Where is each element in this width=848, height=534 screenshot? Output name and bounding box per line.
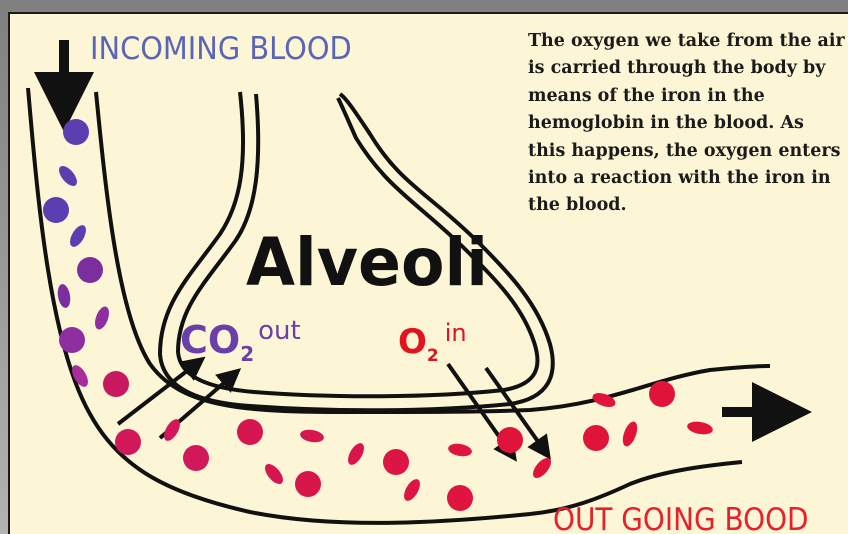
co2-word: out bbox=[258, 316, 301, 346]
outgoing-blood-label: OUT GOING BOOD bbox=[553, 502, 809, 534]
blood-cell bbox=[447, 442, 473, 458]
blood-cell bbox=[63, 119, 89, 145]
o2-word: in bbox=[445, 319, 467, 347]
blood-cell bbox=[183, 445, 209, 471]
incoming-blood-label: INCOMING BLOOD bbox=[90, 31, 352, 67]
caption-text: The oxygen we take from the air is carri… bbox=[528, 28, 846, 220]
blood-cell bbox=[649, 381, 675, 407]
blood-cell bbox=[56, 283, 72, 309]
blood-cell bbox=[262, 461, 287, 487]
blood-cell bbox=[103, 371, 129, 397]
blood-cell bbox=[591, 390, 618, 409]
blood-cell bbox=[401, 477, 423, 504]
blood-cell bbox=[497, 427, 523, 453]
co2-formula: CO bbox=[180, 318, 240, 362]
blood-cell bbox=[43, 197, 69, 223]
alveoli-label: Alveoli bbox=[246, 224, 488, 301]
blood-cell bbox=[67, 223, 89, 250]
blood-cell bbox=[77, 257, 103, 283]
blood-cell bbox=[383, 449, 409, 475]
blood-cell bbox=[295, 471, 321, 497]
blood-cell bbox=[115, 429, 141, 455]
blood-cell bbox=[56, 163, 81, 189]
blood-cell bbox=[345, 441, 367, 468]
blood-cell bbox=[299, 428, 325, 444]
co2-out-label: CO2out bbox=[180, 318, 301, 362]
blood-cell bbox=[447, 485, 473, 511]
blood-cell bbox=[59, 327, 85, 353]
o2-in-label: O2in bbox=[398, 322, 467, 362]
blood-cell bbox=[530, 455, 555, 481]
o2-subscript: 2 bbox=[427, 346, 439, 366]
co2-subscript: 2 bbox=[240, 342, 254, 366]
blood-cell bbox=[686, 420, 714, 436]
o2-formula: O bbox=[398, 322, 427, 362]
blood-cell bbox=[583, 425, 609, 451]
blood-cell bbox=[620, 420, 640, 449]
diagram-panel: INCOMING BLOOD The oxygen we take from t… bbox=[8, 12, 848, 534]
blood-cell bbox=[237, 419, 263, 445]
blood-cell bbox=[92, 305, 111, 332]
